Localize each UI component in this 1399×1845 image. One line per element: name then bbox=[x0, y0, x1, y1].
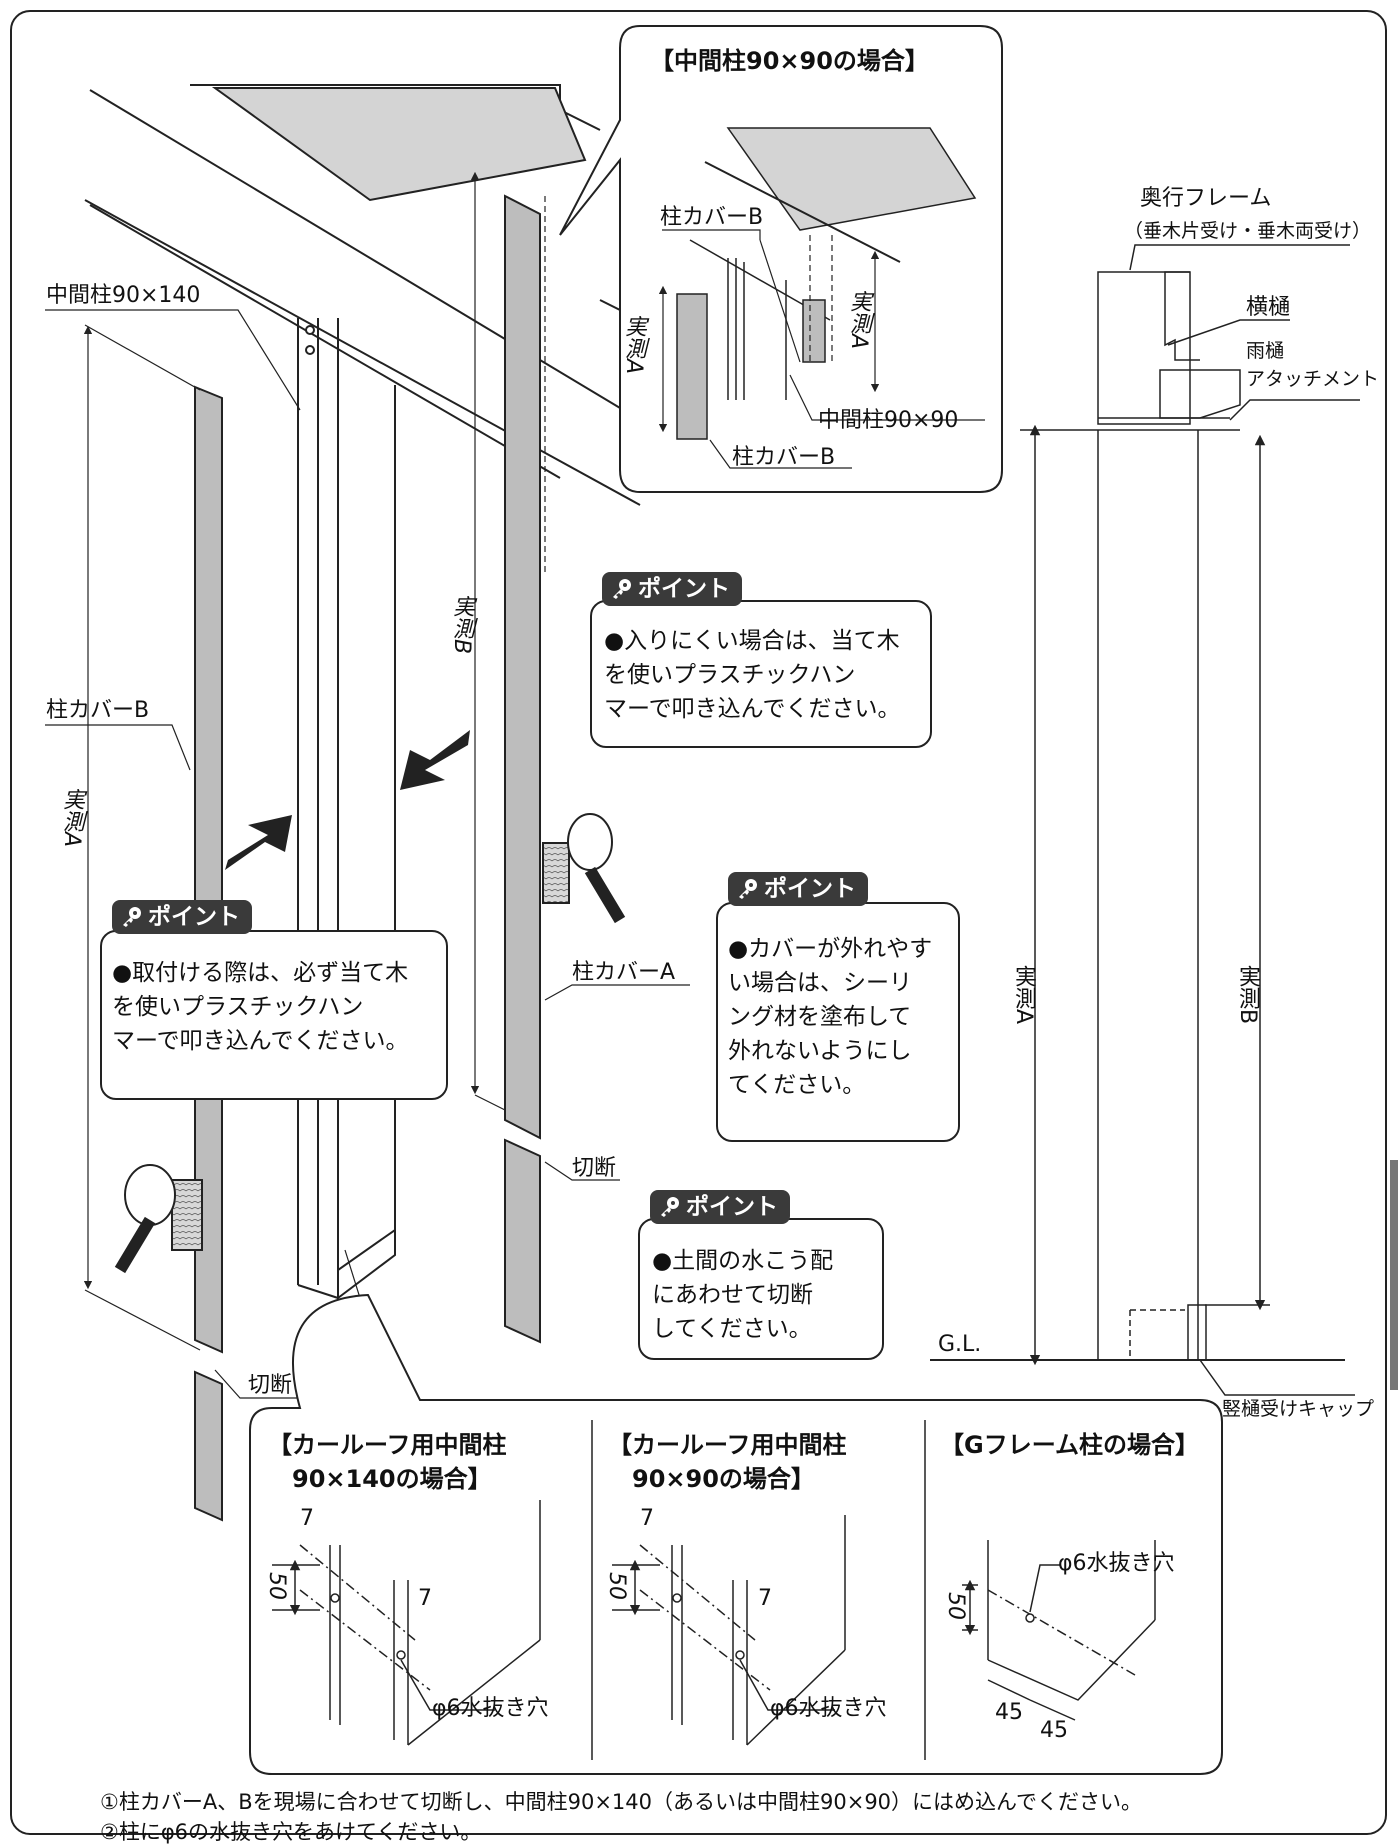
detail-2-dim-mid: 7 bbox=[758, 1586, 772, 1611]
detail-3-dim-side: 50 bbox=[943, 1592, 968, 1620]
key-icon bbox=[739, 879, 757, 899]
right-attach-label-1: 雨樋 bbox=[1246, 340, 1285, 362]
roof-beams bbox=[84, 84, 641, 506]
center-cover-a bbox=[504, 194, 541, 1344]
point-bubble-4: ●土間の水こう配 にあわせて切断 してください。 bbox=[638, 1218, 884, 1360]
detail-2-dim-side: 50 bbox=[604, 1572, 629, 1600]
detail-3-dim-a: 45 bbox=[995, 1700, 1023, 1725]
detail-1-dim-top: 7 bbox=[300, 1506, 314, 1531]
detail-3-title: 【Gフレーム柱の場合】 bbox=[940, 1431, 1199, 1459]
key-icon bbox=[661, 1197, 679, 1217]
right-attach-label-2: アタッチメント bbox=[1246, 368, 1380, 390]
detail-2-dim-top: 7 bbox=[640, 1506, 654, 1531]
point-tag-label-4: ポイント bbox=[686, 1194, 778, 1220]
point-tag-4: ポイント bbox=[650, 1190, 790, 1224]
point-bubble-2: ●取付ける際は、必ず当て木 を使いプラスチックハン マーで叩き込んでください。 bbox=[100, 930, 448, 1100]
measure-b-center-label: 実測B bbox=[449, 595, 474, 655]
right-gutter-label: 横樋 bbox=[1246, 295, 1291, 320]
insert-arrow-left bbox=[400, 730, 470, 790]
mid-post-90x140 bbox=[297, 318, 396, 1301]
hammer-left bbox=[114, 1164, 203, 1274]
diagram-frame bbox=[10, 10, 1387, 1835]
point-text-1: ●入りにくい場合は、当て木 を使いプラスチックハン マーで叩き込んでください。 bbox=[604, 628, 901, 722]
inset-measure-a-left: 実測A bbox=[621, 315, 646, 375]
cover-b-left-label: 柱カバーB bbox=[46, 698, 150, 723]
inset-cover-b-bottom-label: 柱カバーB bbox=[732, 445, 836, 470]
hammer-center bbox=[542, 813, 626, 924]
point-bubble-1: ●入りにくい場合は、当て木 を使いプラスチックハン マーで叩き込んでください。 bbox=[590, 600, 932, 748]
detail-panel bbox=[249, 1293, 1223, 1775]
right-elevation bbox=[930, 244, 1360, 1396]
cover-a-label: 柱カバーA bbox=[572, 960, 676, 985]
detail-1-title: 【カールーフ用中間柱 90×140の場合】 bbox=[268, 1431, 507, 1493]
inset-measure-a-right: 実測A bbox=[846, 290, 871, 350]
right-measure-a-label: 実測A bbox=[1011, 965, 1036, 1025]
detail-3-hole: φ6水抜き穴 bbox=[1058, 1551, 1175, 1576]
roof-panel bbox=[211, 87, 587, 202]
point-tag-label-1: ポイント bbox=[638, 576, 730, 602]
point-tag-label-2: ポイント bbox=[148, 904, 240, 930]
right-gl-label: G.L. bbox=[938, 1332, 982, 1357]
side-index-tab bbox=[1390, 1160, 1398, 1390]
detail-2-title: 【カールーフ用中間柱 90×90の場合】 bbox=[608, 1431, 847, 1493]
cut-center-label: 切断 bbox=[572, 1156, 617, 1181]
point-tag-1: ポイント bbox=[602, 572, 742, 606]
cut-left-label: 切断 bbox=[248, 1373, 293, 1398]
inset-cover-b-top-label: 柱カバーB bbox=[660, 205, 764, 230]
point-bubble-3: ●カバーが外れやす い場合は、シーリ ング材を塗布して 外れないようにし てくだ… bbox=[716, 902, 960, 1142]
detail-1-dim-mid: 7 bbox=[418, 1586, 432, 1611]
detail-3-dim-b: 45 bbox=[1040, 1718, 1068, 1743]
detail-1-dim-side: 50 bbox=[264, 1572, 289, 1600]
inset-cover-b-left bbox=[676, 293, 708, 440]
detail-2-hole: φ6水抜き穴 bbox=[770, 1696, 887, 1721]
inset-title: 【中間柱90×90の場合】 bbox=[650, 47, 929, 75]
insert-arrow-right bbox=[225, 815, 292, 870]
point-tag-label-3: ポイント bbox=[764, 876, 856, 902]
right-frame-sub-label: （垂木片受け・垂木両受け） bbox=[1124, 220, 1372, 242]
right-cap-label: 竪樋受けキャップ bbox=[1222, 1398, 1375, 1420]
left-cover-b bbox=[194, 385, 223, 1522]
point-text-2: ●取付ける際は、必ず当て木 を使いプラスチックハン マーで叩き込んでください。 bbox=[112, 960, 409, 1054]
right-measure-b-label: 実測B bbox=[1235, 965, 1260, 1025]
right-frame-label: 奥行フレーム bbox=[1140, 186, 1272, 211]
detail-1-hole: φ6水抜き穴 bbox=[432, 1696, 549, 1721]
inset-callout bbox=[559, 25, 1003, 493]
inset-cover-b-right bbox=[802, 299, 826, 363]
point-tag-3: ポイント bbox=[728, 872, 868, 906]
point-tag-2: ポイント bbox=[112, 900, 252, 934]
note-2: ②柱にφ6の水抜き穴をあけてください。 bbox=[100, 1820, 482, 1844]
point-text-3: ●カバーが外れやす い場合は、シーリ ング材を塗布して 外れないようにし てくだ… bbox=[728, 936, 933, 1098]
key-icon bbox=[613, 579, 631, 599]
mid-post-140-label: 中間柱90×140 bbox=[46, 283, 201, 308]
point-text-4: ●土間の水こう配 にあわせて切断 してください。 bbox=[652, 1248, 834, 1342]
measure-a-left-label: 実測A bbox=[59, 788, 84, 848]
key-icon bbox=[123, 907, 141, 927]
note-1: ①柱カバーA、Bを現場に合わせて切断し、中間柱90×140（あるいは中間柱90×… bbox=[100, 1790, 1142, 1814]
inset-post-label: 中間柱90×90 bbox=[818, 408, 959, 433]
